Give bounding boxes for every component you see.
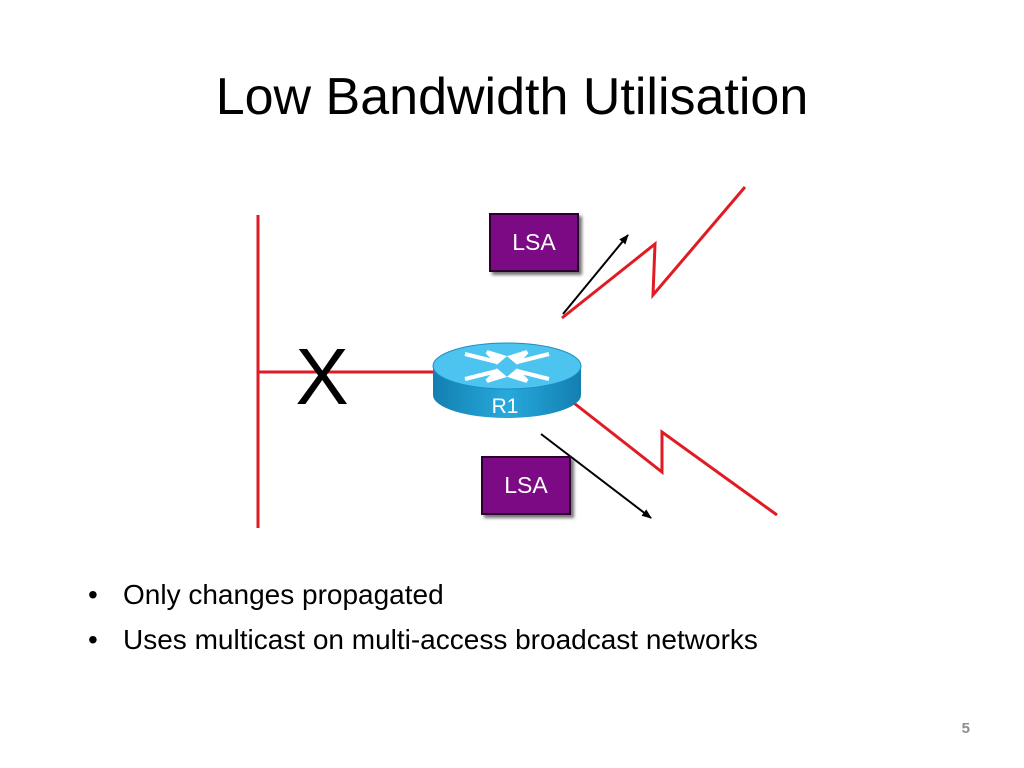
- lower-serial-link: [569, 398, 778, 517]
- bullet-item: • Only changes propagated: [88, 574, 758, 619]
- bullet-text: Only changes propagated: [123, 579, 444, 610]
- bullet-marker: •: [88, 579, 98, 610]
- bullet-item: • Uses multicast on multi-access broadca…: [88, 619, 758, 664]
- bullet-text: Uses multicast on multi-access broadcast…: [123, 624, 758, 655]
- lower-lsa-arrow: [540, 433, 652, 519]
- bullet-marker: •: [88, 624, 98, 655]
- bullet-list: • Only changes propagated • Uses multica…: [88, 574, 758, 664]
- upper-lsa-arrow: [562, 234, 629, 315]
- page-number: 5: [961, 720, 970, 737]
- lsa-lower-box: LSA: [481, 456, 571, 515]
- failed-link-x-mark: X: [295, 332, 348, 421]
- router-r1: R1: [432, 342, 582, 418]
- lsa-upper-box: LSA: [489, 213, 579, 272]
- slide-title: Low Bandwidth Utilisation: [215, 68, 809, 126]
- router-arrows-icon: [464, 350, 550, 383]
- upper-serial-link: [561, 186, 747, 320]
- router-label: R1: [492, 395, 519, 418]
